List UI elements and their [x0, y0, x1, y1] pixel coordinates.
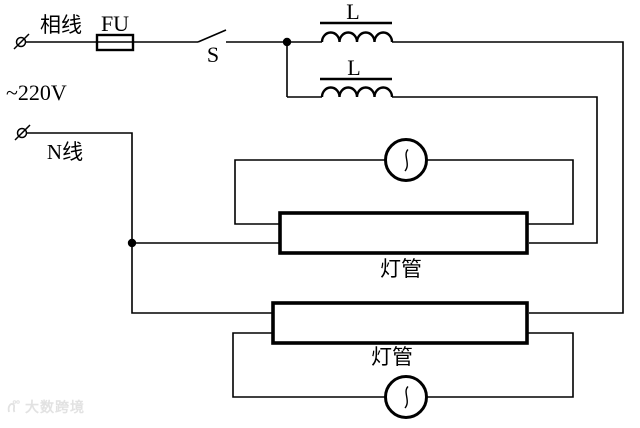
watermark-logo-icon — [7, 399, 20, 412]
neutral-wire — [26, 132, 273, 314]
ballast2-coil — [320, 86, 394, 98]
starter2-loop-right-wire — [426, 332, 574, 398]
ballast1-coil — [320, 31, 394, 43]
lamp1-body — [278, 211, 529, 255]
starter1-loop-left-wire — [234, 159, 386, 225]
starter2-squiggle-icon — [404, 386, 409, 409]
switch-label: S — [207, 42, 219, 67]
watermark: 大数跨境 — [5, 397, 85, 417]
fuse-label: FU — [101, 11, 129, 36]
ballast1-label: L — [346, 0, 359, 24]
starter2-loop-left-wire — [232, 332, 386, 398]
lamp2-body — [271, 301, 529, 345]
ballast1-output-wire — [392, 41, 624, 314]
phase-terminal-slash — [13, 33, 30, 50]
starter1-circle — [384, 138, 428, 182]
starter1-loop-right-wire — [426, 159, 574, 225]
watermark-text: 大数跨境 — [25, 399, 85, 415]
ballast2-label: L — [347, 55, 360, 80]
starter1-squiggle-icon — [404, 149, 409, 172]
fuse-body — [95, 33, 135, 52]
neutral-terminal-slash — [14, 124, 31, 141]
lamp2-label: 灯管 — [371, 345, 413, 369]
voltage-label: ~220V — [6, 80, 67, 105]
starter2-circle — [384, 375, 428, 419]
neutral-line-label: N线 — [47, 140, 83, 164]
switch-blade — [197, 29, 227, 43]
phase-line-label: 相线 — [40, 13, 82, 37]
ballast2-output-wire — [392, 96, 598, 244]
lamp1-label: 灯管 — [380, 257, 422, 281]
